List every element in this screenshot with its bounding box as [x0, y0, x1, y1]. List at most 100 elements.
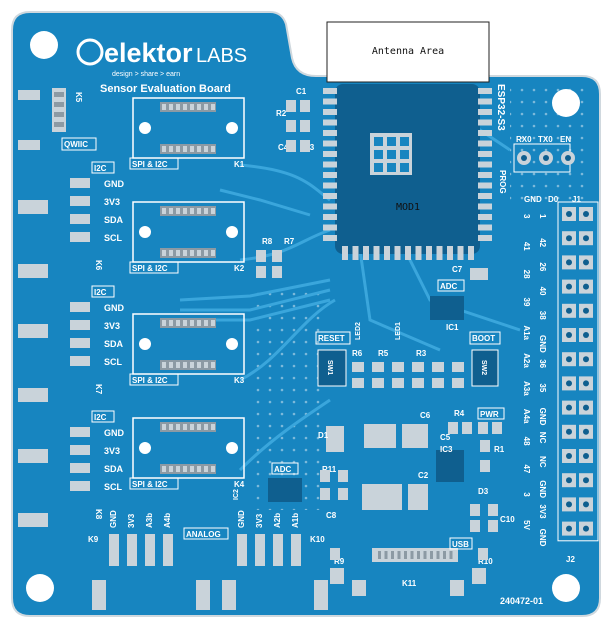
gpio-header: 142264038GND3635GNDNCNCGND3V3GND3412839A… — [522, 201, 599, 547]
module-pad — [323, 130, 337, 136]
module-pad — [323, 151, 337, 157]
refdes-label: D3 — [478, 487, 489, 496]
sw1-label: SW1 — [326, 360, 333, 375]
module-pad — [323, 109, 337, 115]
sensor-socket[interactable] — [132, 313, 245, 375]
header-pin-label: A4a — [522, 409, 531, 424]
refdes-label: C7 — [452, 265, 463, 274]
sw2-label: SW2 — [480, 360, 487, 375]
module-pads-bottom — [342, 246, 474, 260]
header-pin-label: 48 — [522, 437, 531, 446]
socket-ref: K4 — [234, 480, 245, 489]
socket-label-box — [129, 261, 179, 274]
refdes-label: C8 — [326, 511, 337, 520]
module-pad — [478, 203, 492, 210]
module-pad — [394, 246, 401, 260]
header-pin-label: 26 — [538, 262, 547, 271]
antenna-label: Antenna Area — [372, 46, 444, 57]
refdes-label: D1 — [318, 431, 329, 440]
header-pin-label: NC — [538, 456, 547, 468]
i2c-pin-pad — [70, 356, 90, 366]
i2c-pin-label: GND — [104, 428, 125, 438]
refdes-label: C2 — [418, 471, 429, 480]
i2c-pin-pad — [70, 427, 90, 437]
analog-pin-label: GND — [237, 510, 246, 528]
header-pin-label: 39 — [522, 297, 531, 306]
power-inductor — [364, 424, 396, 448]
header-pin-label: 47 — [522, 464, 531, 473]
i2c-pin-label: SDA — [104, 339, 124, 349]
ic3-label: IC3 — [440, 445, 453, 454]
i2c-pin-label: 3V3 — [104, 321, 120, 331]
refdes-label: R1 — [494, 445, 505, 454]
boot-switch[interactable] — [471, 349, 499, 387]
mount-hole-br — [552, 574, 580, 602]
refdes-label: R5 — [378, 349, 389, 358]
header-pin-label: 35 — [538, 383, 547, 392]
header-pin-label: GND — [538, 408, 547, 426]
reset-switch[interactable] — [317, 349, 347, 387]
sensor-socket[interactable] — [132, 201, 245, 263]
prog-bottom-label: D0 — [548, 195, 559, 204]
module-pad — [323, 140, 337, 147]
analog-pin-pad — [237, 534, 247, 566]
i2c-pin-label: 3V3 — [104, 446, 120, 456]
analog-pin-pad — [109, 534, 119, 566]
module-pad — [478, 151, 492, 157]
led1-label: LED1 — [395, 322, 402, 340]
i2c-ref: K6 — [94, 260, 103, 271]
analog-pin-label: A3b — [145, 513, 154, 528]
analog-pin-label: A1b — [291, 513, 300, 528]
refdes-label: C4 — [278, 143, 289, 152]
i2c-pin-pad — [70, 302, 90, 312]
prog-pin-label: EN — [560, 135, 571, 144]
refdes-label: C5 — [440, 433, 451, 442]
sensor-socket[interactable] — [132, 417, 245, 479]
i2c-pin-label: SDA — [104, 215, 124, 225]
i2c-pin-pad — [70, 232, 90, 242]
module-pads-right — [478, 88, 492, 241]
module-ref: MOD1 — [396, 202, 420, 213]
ic1-label: IC1 — [446, 323, 459, 332]
module-pad — [478, 214, 492, 220]
brand-tagline: design > share > earn — [112, 71, 180, 78]
ic3-chip — [436, 450, 464, 482]
analog-pin-label: A4b — [163, 513, 172, 528]
sensor-socket[interactable] — [132, 97, 245, 159]
i2c-title: I2C — [94, 164, 107, 173]
header-pin-label: GND — [538, 480, 547, 498]
reset-label: RESET — [318, 334, 345, 343]
analog-pin-pad — [255, 534, 265, 566]
d1-diode — [326, 426, 344, 452]
analog-pin-pad — [273, 534, 283, 566]
header-pin-label: GND — [538, 335, 547, 353]
module-pad — [478, 224, 492, 231]
mount-hole-tr — [552, 89, 580, 117]
i2c-pin-label: SCL — [104, 357, 123, 367]
module-pad — [323, 182, 337, 189]
analog-pin-pad — [127, 534, 137, 566]
prog-pin-label: RX0 — [516, 135, 532, 144]
module-pad — [478, 193, 492, 199]
j1-ref: J1 — [572, 195, 581, 204]
part-number: 240472-01 — [500, 596, 543, 606]
module-pad — [323, 224, 337, 231]
module-pad — [447, 246, 453, 260]
i2c-pin-pad — [70, 338, 90, 348]
i2c-pin-label: 3V3 — [104, 197, 120, 207]
k9-ref: K9 — [88, 535, 99, 544]
i2c-pin-pad — [70, 445, 90, 455]
adc-top-label: ADC — [440, 282, 458, 291]
module-pad — [323, 193, 337, 199]
i2c-title-box — [91, 161, 115, 174]
ic2-label: IC2 — [233, 489, 240, 500]
refdes-label: C10 — [500, 515, 515, 524]
socket-label-box — [129, 373, 179, 386]
mount-hole-bl — [26, 574, 54, 602]
module-pad — [478, 172, 492, 178]
refdes-label: C1 — [296, 87, 307, 96]
module-pad — [436, 246, 443, 260]
i2c-ref: K8 — [94, 509, 103, 520]
